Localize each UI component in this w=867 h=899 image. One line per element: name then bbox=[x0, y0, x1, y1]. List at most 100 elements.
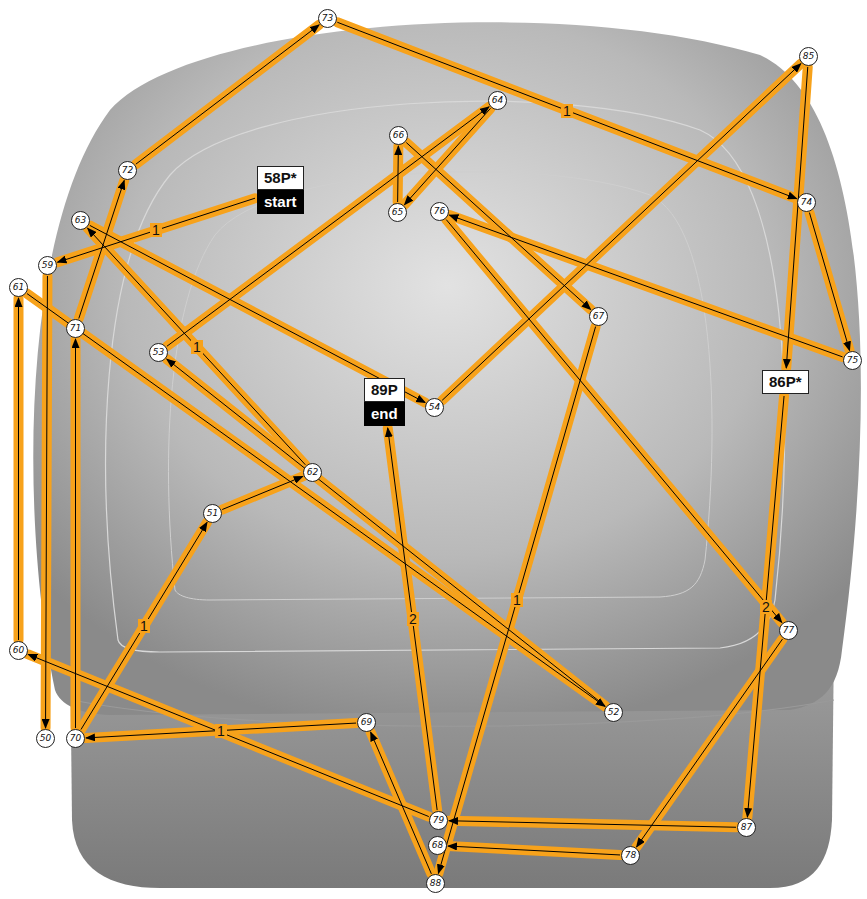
point-marker: 73 bbox=[318, 9, 337, 28]
program-box: 89Pend bbox=[364, 378, 405, 426]
point-marker: 50 bbox=[36, 729, 55, 748]
path-band bbox=[438, 327, 595, 874]
point-marker: 74 bbox=[797, 193, 816, 212]
path-arrow bbox=[438, 327, 595, 874]
point-marker: 77 bbox=[779, 621, 798, 640]
path-band bbox=[371, 732, 432, 874]
point-marker: 66 bbox=[389, 126, 408, 145]
path-band bbox=[79, 180, 124, 318]
point-number: 69 bbox=[361, 718, 372, 727]
path-band bbox=[448, 846, 620, 855]
pass-number: 1 bbox=[150, 223, 162, 237]
point-marker: 54 bbox=[425, 398, 444, 417]
pass-number: 2 bbox=[407, 612, 419, 626]
path-band bbox=[747, 396, 784, 817]
path-band bbox=[449, 821, 736, 828]
path-arrow bbox=[449, 821, 736, 828]
path-arrow bbox=[406, 143, 590, 310]
point-marker: 65 bbox=[388, 203, 407, 222]
path-band bbox=[809, 213, 849, 351]
path-arrow bbox=[397, 146, 399, 202]
path-arrow bbox=[81, 522, 207, 729]
point-number: 52 bbox=[608, 708, 619, 717]
point-number: 71 bbox=[70, 324, 81, 333]
point-number: 50 bbox=[40, 734, 51, 743]
point-marker: 78 bbox=[621, 846, 640, 865]
path-band bbox=[14, 298, 24, 640]
path-arrow bbox=[448, 846, 620, 855]
point-number: 73 bbox=[322, 14, 333, 23]
path-arrow bbox=[86, 723, 356, 738]
path-band bbox=[27, 294, 605, 707]
point-number: 60 bbox=[13, 646, 24, 655]
path-arrow bbox=[57, 198, 255, 262]
point-number: 54 bbox=[429, 403, 440, 412]
point-marker: 79 bbox=[429, 811, 448, 830]
point-marker: 64 bbox=[488, 91, 507, 110]
path-arrow bbox=[404, 108, 490, 204]
point-number: 72 bbox=[122, 166, 133, 175]
point-marker: 60 bbox=[9, 641, 28, 660]
path-arrow bbox=[27, 294, 605, 707]
point-marker: 72 bbox=[118, 161, 137, 180]
point-number: 88 bbox=[430, 879, 441, 888]
point-marker: 62 bbox=[303, 463, 322, 482]
point-number: 78 bbox=[625, 851, 636, 860]
point-marker: 75 bbox=[843, 351, 862, 370]
point-number: 62 bbox=[307, 468, 318, 477]
path-band bbox=[88, 228, 306, 465]
point-number: 51 bbox=[207, 509, 218, 518]
status-label: end bbox=[364, 402, 405, 426]
path-band bbox=[167, 107, 489, 346]
path-band bbox=[388, 428, 437, 810]
point-number: 79 bbox=[433, 816, 444, 825]
status-label: start bbox=[257, 190, 304, 214]
point-number: 85 bbox=[803, 52, 814, 61]
pass-number: 1 bbox=[511, 593, 523, 607]
point-marker: 71 bbox=[66, 319, 85, 338]
point-number: 74 bbox=[801, 198, 812, 207]
path-arrow bbox=[388, 428, 437, 810]
path-arrow bbox=[747, 396, 784, 817]
point-marker: 51 bbox=[203, 504, 222, 523]
path-band bbox=[446, 220, 782, 623]
path-arrow bbox=[371, 732, 432, 874]
path-arrow bbox=[75, 339, 76, 728]
path-arrow bbox=[90, 225, 425, 402]
program-label: 86P* bbox=[762, 370, 809, 394]
point-marker: 69 bbox=[357, 713, 376, 732]
point-number: 65 bbox=[392, 208, 403, 217]
point-number: 67 bbox=[593, 312, 604, 321]
pass-number: 1 bbox=[191, 340, 203, 354]
point-marker: 59 bbox=[38, 256, 57, 275]
point-number: 53 bbox=[153, 348, 164, 357]
pass-number: 1 bbox=[138, 619, 150, 633]
inner-contour bbox=[106, 101, 785, 652]
path-arrow bbox=[449, 215, 842, 357]
path-arrow bbox=[167, 107, 489, 346]
point-number: 61 bbox=[13, 283, 24, 292]
pass-number: 2 bbox=[760, 600, 772, 614]
program-box: 58P*start bbox=[257, 166, 304, 214]
program-box: 86P* bbox=[762, 370, 809, 394]
point-marker: 53 bbox=[149, 343, 168, 362]
point-marker: 85 bbox=[799, 47, 818, 66]
path-band bbox=[786, 67, 807, 368]
path-band bbox=[90, 225, 425, 402]
pass-number: 1 bbox=[561, 104, 573, 118]
path-arrow bbox=[337, 22, 796, 198]
path-band bbox=[406, 143, 590, 310]
point-marker: 70 bbox=[66, 729, 85, 748]
path-arrow bbox=[88, 228, 306, 465]
point-marker: 76 bbox=[430, 202, 449, 221]
point-number: 76 bbox=[434, 207, 445, 216]
path-arrow bbox=[136, 25, 319, 164]
path-arrow bbox=[786, 67, 807, 368]
point-marker: 67 bbox=[589, 307, 608, 326]
path-band bbox=[136, 25, 319, 164]
path-arrow bbox=[18, 298, 19, 640]
path-arrow bbox=[442, 64, 801, 401]
pass-number: 1 bbox=[215, 724, 227, 738]
path-arrow bbox=[167, 359, 606, 706]
